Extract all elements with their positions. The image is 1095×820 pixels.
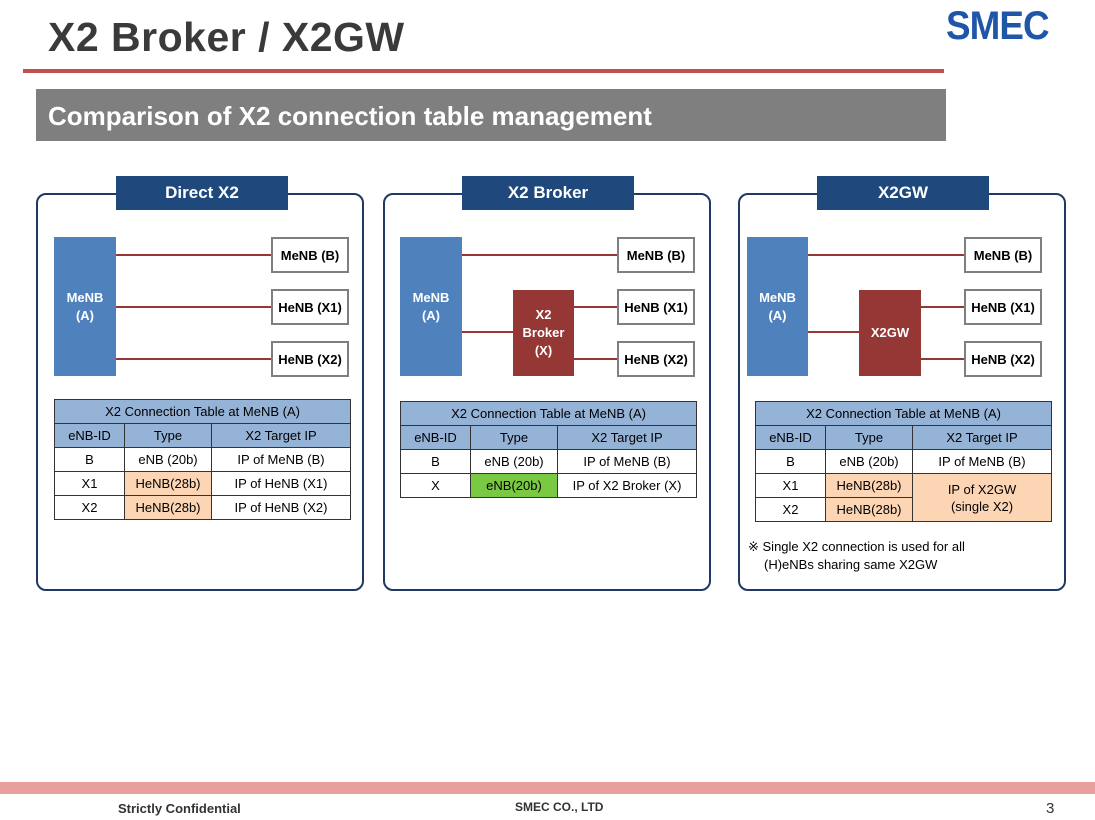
table-cell: eNB (20b) (825, 449, 913, 474)
company-label: SMEC CO., LTD (515, 800, 604, 814)
subtitle-banner: Comparison of X2 connection table manage… (36, 89, 946, 141)
subtitle-text: Comparison of X2 connection table manage… (48, 101, 652, 131)
link-line (116, 254, 271, 256)
table-cell: eNB (20b) (470, 449, 558, 474)
table-cell: HeNB(28b) (825, 473, 913, 498)
menb-b-node: MeNB (B) (271, 237, 349, 273)
link-line (116, 358, 271, 360)
table-cell: X (400, 473, 471, 498)
henb-x2-node: HeNB (X2) (617, 341, 695, 377)
henb-x1-node: HeNB (X1) (271, 289, 349, 325)
henb-x2-node: HeNB (X2) (271, 341, 349, 377)
menb-a-node: MeNB (A) (400, 237, 462, 376)
table-cell: X2 (755, 497, 826, 522)
table-cell: eNB(20b) (470, 473, 558, 498)
table-row: X1 HeNB(28b) IP of X2GW (single X2) (755, 473, 1053, 522)
henb-x1-node: HeNB (X1) (964, 289, 1042, 325)
panel-heading-x2-broker: X2 Broker (462, 176, 634, 210)
link-line (921, 358, 964, 360)
menb-b-node: MeNB (B) (617, 237, 695, 273)
column-header: Type (825, 425, 913, 450)
table-cell: eNB (20b) (124, 447, 212, 472)
table-cell: IP of MeNB (B) (911, 449, 1053, 474)
connection-table: X2 Connection Table at MeNB (A) eNB-ID T… (399, 401, 698, 498)
column-header: eNB-ID (400, 425, 471, 450)
table-cell: X1 (755, 473, 826, 498)
column-header: X2 Target IP (911, 425, 1053, 450)
table-caption: X2 Connection Table at MeNB (A) (754, 401, 1053, 426)
table-cell: X2 (54, 495, 125, 520)
table-cell: IP of X2 Broker (X) (556, 473, 698, 498)
column-header: X2 Target IP (210, 423, 352, 448)
table-caption: X2 Connection Table at MeNB (A) (53, 399, 352, 424)
menb-a-node: MeNB (A) (54, 237, 116, 376)
table-caption: X2 Connection Table at MeNB (A) (399, 401, 698, 426)
table-row: B eNB (20b) IP of MeNB (B) (755, 449, 1053, 474)
connection-table: X2 Connection Table at MeNB (A) eNB-ID T… (53, 399, 352, 520)
link-line (574, 306, 617, 308)
table-cell: HeNB(28b) (124, 471, 212, 496)
table-row: X2 HeNB(28b) (755, 497, 1052, 522)
table-row: B eNB (20b) IP of MeNB (B) (54, 447, 352, 472)
column-header: Type (124, 423, 212, 448)
link-line (808, 254, 964, 256)
column-header: eNB-ID (54, 423, 125, 448)
panel-heading-direct-x2: Direct X2 (116, 176, 288, 210)
table-cell: HeNB(28b) (124, 495, 212, 520)
page-title: X2 Broker / X2GW (48, 14, 405, 60)
menb-b-node: MeNB (B) (964, 237, 1042, 273)
x2gw-note: ※ Single X2 connection is used for all (… (748, 538, 965, 574)
column-header: eNB-ID (755, 425, 826, 450)
page-number: 3 (1046, 800, 1055, 817)
table-cell: IP of HeNB (X2) (210, 495, 352, 520)
x2gw-node: X2GW (859, 290, 921, 376)
table-row: X eNB(20b) IP of X2 Broker (X) (400, 473, 698, 498)
table-cell: HeNB(28b) (825, 497, 913, 522)
footer-bar (0, 782, 1095, 794)
table-row: X1 HeNB(28b) IP of HeNB (X1) (54, 471, 352, 496)
link-line (116, 306, 271, 308)
smec-logo: SMEC (946, 4, 1050, 48)
connection-table: X2 Connection Table at MeNB (A) eNB-ID T… (754, 401, 1053, 522)
table-row: B eNB (20b) IP of MeNB (B) (400, 449, 698, 474)
henb-x1-node: HeNB (X1) (617, 289, 695, 325)
table-cell: IP of MeNB (B) (556, 449, 698, 474)
note-line: ※ Single X2 connection is used for all (748, 539, 965, 554)
x2-broker-node: X2 Broker (X) (513, 290, 574, 376)
table-cell-merged: IP of X2GW (single X2) (911, 473, 1053, 522)
column-header: Type (470, 425, 558, 450)
link-line (808, 331, 859, 333)
link-line (462, 331, 513, 333)
table-cell: IP of HeNB (X1) (210, 471, 352, 496)
table-cell: B (54, 447, 125, 472)
link-line (921, 306, 964, 308)
link-line (462, 254, 617, 256)
table-cell: X1 (54, 471, 125, 496)
table-cell: IP of MeNB (B) (210, 447, 352, 472)
column-header: X2 Target IP (556, 425, 698, 450)
henb-x2-node: HeNB (X2) (964, 341, 1042, 377)
note-line: (H)eNBs sharing same X2GW (764, 557, 938, 572)
link-line (574, 358, 617, 360)
title-divider (23, 69, 944, 73)
panel-heading-x2gw: X2GW (817, 176, 989, 210)
menb-a-node: MeNB (A) (747, 237, 808, 376)
table-cell: B (400, 449, 471, 474)
table-cell: B (755, 449, 826, 474)
table-row: X2 HeNB(28b) IP of HeNB (X2) (54, 495, 352, 520)
confidentiality-label: Strictly Confidential (118, 801, 241, 816)
